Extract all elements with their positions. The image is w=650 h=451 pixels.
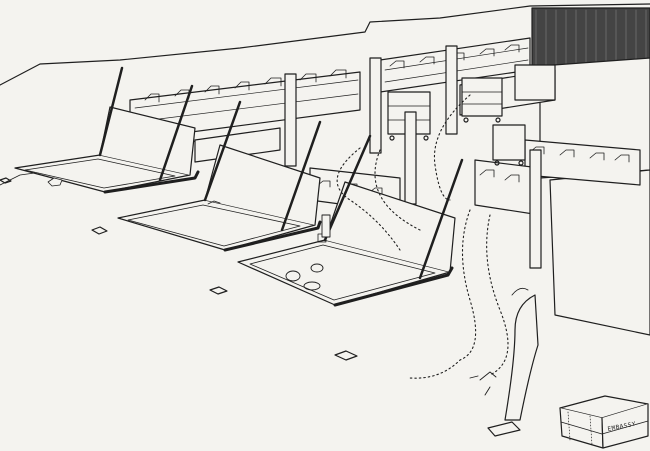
sculpture-stand [469,287,539,437]
display-case-1 [194,127,281,163]
luggage-cart-2 [461,77,503,123]
luggage-cart-3 [492,124,526,166]
column-5 [529,149,542,269]
embassy-trunk [559,395,649,449]
floor-marker-1 [91,226,108,235]
column-4 [404,111,417,205]
column-2 [369,57,382,154]
floor-marker-4 [0,177,12,184]
walking-path [336,94,509,379]
side-post [321,214,331,238]
floor-marker-2 [209,286,228,295]
floor-marker-3 [334,350,358,361]
column-3 [445,45,458,135]
column-1 [284,73,297,167]
inspection-table-2 [117,100,322,252]
inspection-table-3 [237,134,464,307]
inspection-table-1 [14,66,200,194]
luggage-cart-4 [514,64,556,101]
